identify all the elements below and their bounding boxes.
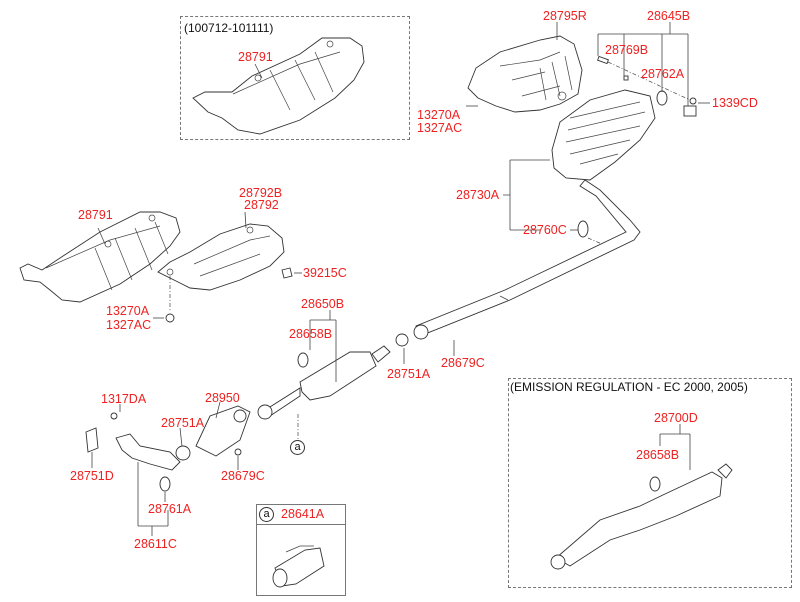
part-label-28658b-emission[interactable]: 28658B [636,448,680,462]
part-label-28658b[interactable]: 28658B [289,327,333,341]
front-heat-shield-drawing [19,211,181,303]
variant-box-emission [508,378,792,588]
ref-marker-a: a [290,440,305,455]
variant-box-heat-shield [180,16,410,140]
part-label-28762a[interactable]: 28762A [641,67,685,81]
part-label-28760c[interactable]: 28760C [523,223,567,237]
rear-heat-shield-drawing [467,35,583,113]
part-label-28650b[interactable]: 28650B [301,297,345,311]
part-label-28751a-center[interactable]: 28751A [387,367,431,381]
part-label-28950[interactable]: 28950 [205,391,240,405]
part-label-28679c-center[interactable]: 28679C [441,356,485,370]
hanger-assembly-drawing [597,55,697,117]
part-label-13270a-top[interactable]: 13270A [417,108,461,122]
variant-note-emission: (EMISSION REGULATION - EC 2000, 2005) [510,380,748,394]
center-muffler-drawing [257,333,409,440]
part-label-28751a-front[interactable]: 28751A [161,416,205,430]
part-label-28679c-front[interactable]: 28679C [221,469,265,483]
ref-marker-clamp: a [259,507,274,522]
part-label-28791-front[interactable]: 28791 [78,208,113,222]
part-label-1317da[interactable]: 1317DA [101,392,147,406]
part-label-28795r[interactable]: 28795R [543,9,587,23]
leader-lines [91,22,710,536]
part-label-28792[interactable]: 28792 [244,198,279,212]
part-label-28641a[interactable]: 28641A [281,507,325,521]
emission-variant-drawing [550,463,733,570]
part-label-28700d[interactable]: 28700D [654,411,698,425]
part-label-1327ac-top[interactable]: 1327AC [417,121,463,135]
part-label-13270a-mid[interactable]: 13270A [106,304,150,318]
part-label-28751d[interactable]: 28751D [70,469,114,483]
part-label-1327ac-mid[interactable]: 1327AC [106,318,152,332]
heat-shield-variant-drawing [192,37,365,135]
front-pipe-drawing [85,405,251,492]
part-label-39215c[interactable]: 39215C [303,266,347,280]
part-label-28730a[interactable]: 28730A [456,188,500,202]
rear-muffler-drawing [413,89,656,340]
clamp-detail-divider [256,524,345,525]
part-label-28769b[interactable]: 28769B [605,43,649,57]
part-label-1339cd[interactable]: 1339CD [712,96,758,110]
part-label-28645b[interactable]: 28645B [647,9,691,23]
part-label-28611c[interactable]: 28611C [134,537,177,551]
part-label-28761a[interactable]: 28761A [148,502,192,516]
center-heat-shield-drawing [157,223,293,323]
clamp-detail-box [256,504,346,596]
variant-note-date-range: (100712-101111) [184,21,274,35]
part-label-28792b[interactable]: 28792B [239,186,283,200]
clamp-drawing [272,545,325,588]
part-label-28791-variant[interactable]: 28791 [238,50,273,64]
